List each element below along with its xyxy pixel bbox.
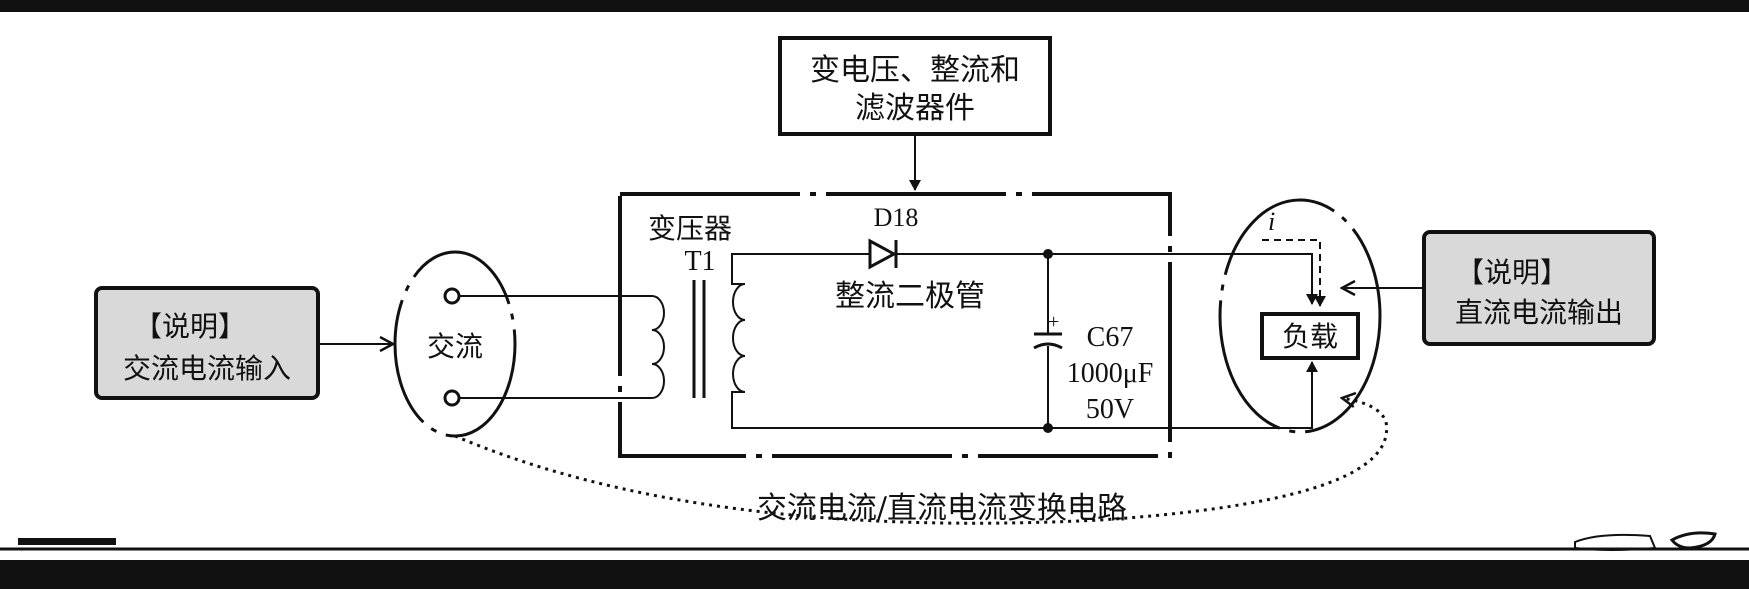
output-ellipse xyxy=(1218,198,1382,434)
transformer-t1 xyxy=(651,280,746,399)
current-flow-arrow xyxy=(1262,239,1326,307)
caption: 交流电流/直流电流变换电路 xyxy=(757,491,1127,526)
conversion-curve xyxy=(454,398,1389,525)
output-wire-top xyxy=(1048,253,1318,305)
load-label: 负载 xyxy=(1282,320,1338,353)
component-type-line1: 变电压、整流和 xyxy=(810,53,1020,88)
capacitor-voltage: 50V xyxy=(1086,394,1134,425)
circuit-frame xyxy=(618,192,1172,458)
input-ac-label: 交流 xyxy=(427,330,483,363)
diode-d18 xyxy=(868,238,898,270)
input-terminal-top xyxy=(443,287,461,305)
left-stub-bar xyxy=(18,538,116,545)
transformer-label: 变压器 xyxy=(648,212,732,245)
top-border-bar xyxy=(0,0,1749,12)
input-note-heading: 【说明】 xyxy=(134,310,246,343)
capacitor-ref: C67 xyxy=(1087,322,1134,353)
secondary-wire-bottom xyxy=(731,391,1048,429)
transformer-ref: T1 xyxy=(684,246,715,277)
diode-ref: D18 xyxy=(874,203,919,232)
capacitor-c67 xyxy=(1033,332,1063,350)
output-note-text: 直流电流输出 xyxy=(1455,296,1623,329)
output-wire-bottom xyxy=(1048,361,1318,429)
current-symbol: i xyxy=(1268,207,1275,236)
load-box xyxy=(1260,312,1360,360)
bottom-border-bar xyxy=(0,560,1749,589)
bottom-right-tab xyxy=(1545,575,1625,589)
secondary-wire-top xyxy=(731,253,870,285)
component-type-line2: 滤波器件 xyxy=(855,91,975,126)
output-note-heading: 【说明】 xyxy=(1456,256,1568,289)
input-terminal-bottom xyxy=(443,389,461,407)
input-note-text: 交流电流输入 xyxy=(123,352,291,385)
diode-label: 整流二极管 xyxy=(835,279,985,314)
capacitor-value: 1000μF xyxy=(1067,358,1154,389)
capacitor-polarity: + xyxy=(1048,311,1059,333)
scroll-decoration-icon xyxy=(1574,531,1717,551)
